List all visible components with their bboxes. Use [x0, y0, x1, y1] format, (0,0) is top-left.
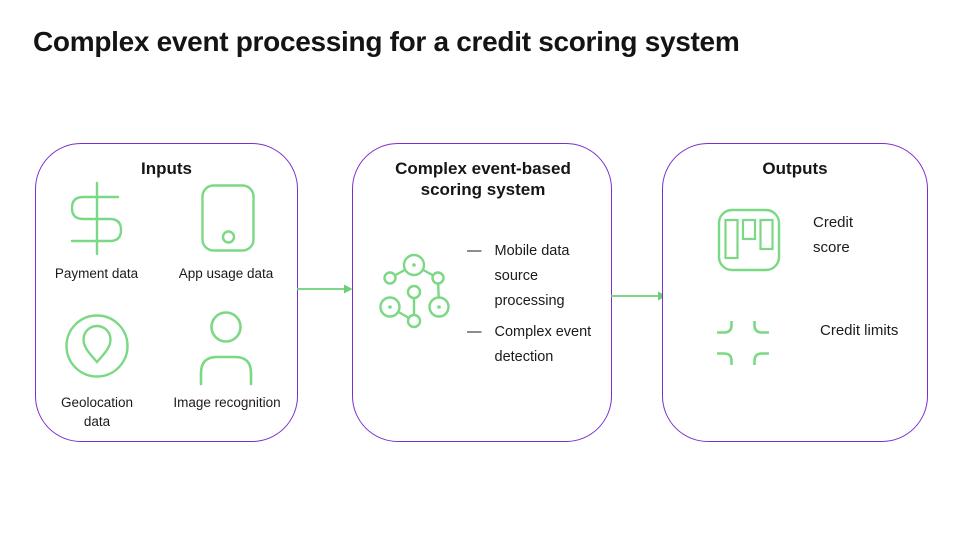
page-title: Complex event processing for a credit sc…: [33, 26, 740, 57]
inputs-item-label: Geolocation data: [60, 395, 134, 429]
inputs-panel: Inputs Payment data App usage data Geolo…: [35, 143, 298, 442]
system-panel: Complex event-based scoring system: [352, 143, 612, 442]
inputs-item-label: Image recognition: [173, 395, 281, 410]
bullet-text: Mobile data source processing: [494, 243, 570, 309]
inputs-item-label: App usage data: [178, 266, 274, 281]
network-graph-icon: [379, 253, 450, 329]
inputs-panel-title: Inputs: [141, 159, 192, 178]
smartphone-icon: [201, 184, 255, 252]
outputs-panel: Outputs Credit score Credit limits: [662, 143, 928, 442]
bullet-item: — Mobile data source processing: [467, 239, 613, 314]
system-panel-title: Complex event-based scoring system: [395, 159, 571, 199]
arrow-right-icon: [297, 284, 353, 294]
bullet-dash: —: [467, 243, 482, 259]
bullet-item: — Complex event detection: [467, 320, 613, 370]
bullet-dash: —: [467, 324, 482, 340]
credit-limits-icon: [717, 321, 769, 365]
geolocation-icon: [65, 314, 129, 378]
outputs-panel-title: Outputs: [762, 159, 828, 178]
person-icon: [199, 311, 253, 386]
bullet-text: Complex event detection: [494, 324, 592, 365]
arrow-right-icon: [611, 291, 667, 301]
inputs-item-label: Payment data: [54, 266, 139, 281]
outputs-item-label: Credit limits: [820, 322, 899, 339]
credit-score-icon: [717, 208, 781, 272]
outputs-item-label: Credit score: [813, 214, 854, 256]
dollar-icon: [70, 181, 123, 256]
system-bullet-list: — Mobile data source processing — Comple…: [467, 239, 613, 376]
